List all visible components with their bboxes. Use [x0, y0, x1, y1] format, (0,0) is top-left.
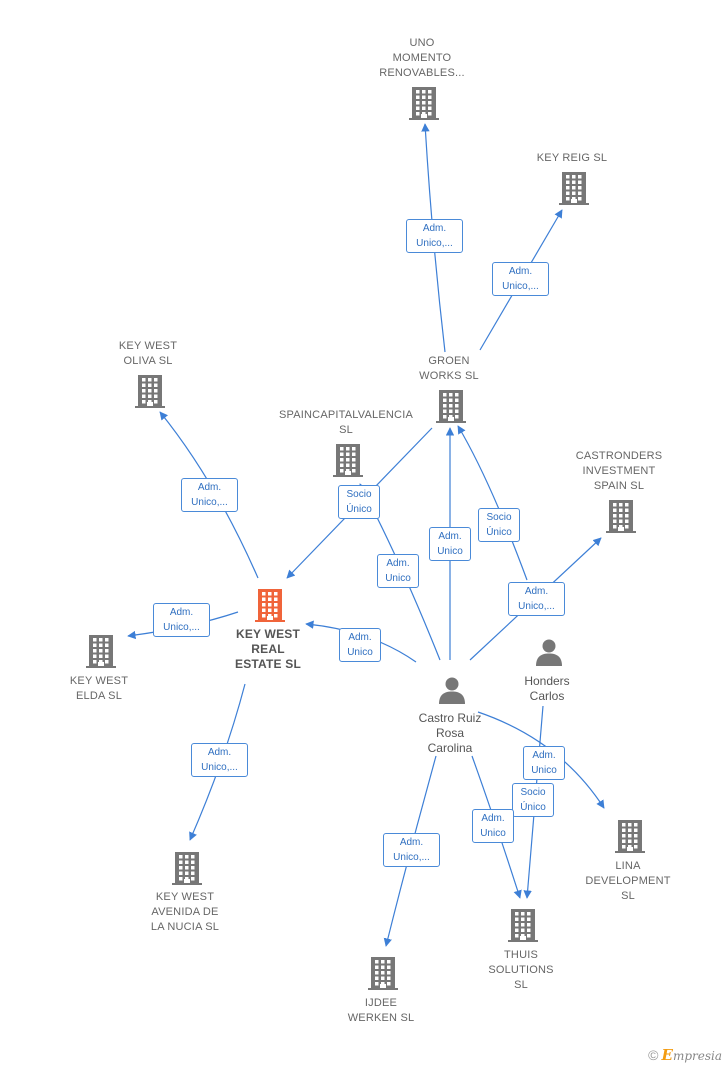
building-icon[interactable] — [333, 443, 363, 482]
person-label-honders[interactable]: Honders Carlos — [524, 674, 570, 703]
edge-label[interactable]: Adm. Unico,... — [508, 582, 565, 616]
company-label-ijdee[interactable]: IJDEE WERKEN SL — [347, 997, 415, 1024]
edge-label[interactable]: Adm. Unico,... — [153, 603, 210, 637]
copyright-symbol: © — [648, 1047, 659, 1063]
company-label-castro_inv[interactable]: CASTRONDERS INVESTMENT SPAIN SL — [575, 450, 663, 492]
building-icon[interactable] — [436, 389, 466, 428]
building-icon[interactable] — [508, 908, 538, 947]
edge-label[interactable]: Adm. Unico,... — [406, 219, 463, 253]
company-label-main[interactable]: KEY WEST REAL ESTATE SL — [234, 627, 302, 671]
edge-honders-to-groen — [457, 425, 528, 581]
building-icon[interactable] — [606, 499, 636, 538]
edge-label[interactable]: Adm. Unico — [339, 628, 381, 662]
edge-label[interactable]: Socio Único — [478, 508, 520, 542]
edge-label[interactable]: Adm. Unico,... — [181, 478, 238, 512]
building-icon[interactable] — [172, 851, 202, 890]
company-label-groen[interactable]: GROEN WORKS SL — [419, 355, 479, 382]
company-label-lina[interactable]: LINA DEVELOPMENT SL — [585, 860, 671, 902]
brand-first-letter: E — [661, 1046, 673, 1064]
company-label-spain[interactable]: SPAINCAPITALVALENCIA SL — [278, 409, 413, 436]
edge-label[interactable]: Adm. Unico — [429, 527, 471, 561]
building-icon[interactable] — [368, 956, 398, 995]
building-icon[interactable] — [409, 86, 439, 125]
building-icon[interactable] — [615, 819, 645, 858]
building-icon[interactable] — [86, 634, 116, 673]
company-label-uno[interactable]: UNO MOMENTO RENOVABLES... — [379, 37, 465, 79]
company-label-keyreig[interactable]: KEY REIG SL — [536, 152, 608, 164]
edge-label[interactable]: Adm. Unico — [472, 809, 514, 843]
edge-label[interactable]: Adm. Unico — [377, 554, 419, 588]
edge-label[interactable]: Socio Único — [338, 485, 380, 519]
brand-logo: ©Empresia — [648, 1046, 722, 1064]
edge-label[interactable]: Adm. Unico,... — [383, 833, 440, 867]
person-label-castro[interactable]: Castro Ruiz Rosa Carolina — [418, 711, 482, 755]
building-icon[interactable] — [255, 588, 285, 627]
company-label-oliva[interactable]: KEY WEST OLIVA SL — [118, 340, 178, 367]
company-label-nucia[interactable]: KEY WEST AVENIDA DE LA NUCIA SL — [150, 891, 220, 933]
edge-label[interactable]: Adm. Unico,... — [492, 262, 549, 296]
person-icon[interactable] — [437, 675, 467, 710]
edge-label[interactable]: Adm. Unico — [523, 746, 565, 780]
edge-label[interactable]: Socio Único — [512, 783, 554, 817]
company-label-elda[interactable]: KEY WEST ELDA SL — [69, 675, 129, 702]
edge-label[interactable]: Adm. Unico,... — [191, 743, 248, 777]
company-label-thuis[interactable]: THUIS SOLUTIONS SL — [488, 949, 554, 991]
person-icon[interactable] — [534, 637, 564, 672]
building-icon[interactable] — [559, 171, 589, 210]
brand-name: mpresia — [672, 1049, 722, 1063]
building-icon[interactable] — [135, 374, 165, 413]
